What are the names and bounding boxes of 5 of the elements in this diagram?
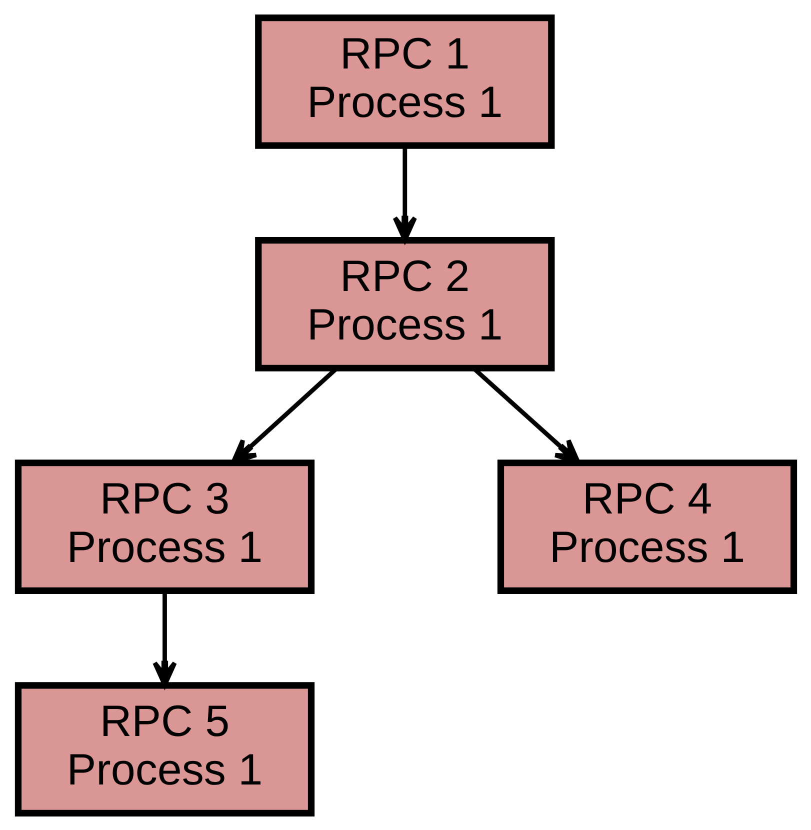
node-box: RPC 3 Process 1: [14, 459, 314, 594]
node-box: RPC 5 Process 1: [14, 682, 314, 816]
node-box: RPC 1 Process 1: [254, 14, 554, 148]
node-box: RPC 2 Process 1: [254, 236, 554, 371]
node-box: RPC 4 Process 1: [496, 459, 797, 594]
